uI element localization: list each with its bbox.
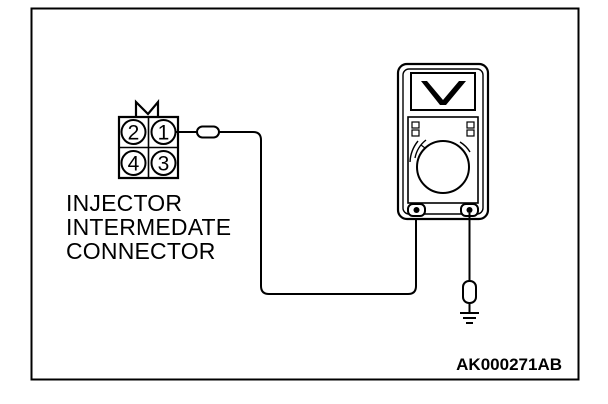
figure-code: AK000271AB: [456, 355, 562, 374]
figure-frame: [30, 7, 580, 381]
connector-body: [117, 115, 180, 180]
connector-label-line: CONNECTOR: [66, 238, 216, 264]
range-switch-indicator: [411, 121, 420, 129]
pin-4-cavity: [120, 150, 147, 176]
ground-symbol-icon: [460, 312, 479, 324]
pin-label: 1: [158, 122, 170, 145]
ground-probe-clip: [462, 280, 477, 304]
pin-label: 2: [128, 122, 140, 145]
voltmeter-display-icon: [421, 81, 466, 105]
back-probe-lead: [175, 125, 417, 295]
connector-label-line: INJECTOR: [66, 190, 182, 216]
selector-dial-icon: [409, 139, 471, 194]
back-probe-tip: [196, 125, 220, 139]
connector-lock-tab: [134, 98, 160, 117]
voltmeter: [396, 62, 490, 221]
pin-3-cavity: [150, 150, 177, 176]
injector-intermediate-connector: 2 1 4 3: [117, 98, 180, 180]
pin-label: 4: [128, 153, 140, 176]
connector-label-line: INTERMEDATE: [66, 214, 231, 240]
pin-label: 3: [158, 153, 170, 176]
pin-2-cavity: [120, 119, 147, 145]
connector-label: INJECTOR INTERMEDATE CONNECTOR: [66, 190, 231, 264]
meter-control-panel: [407, 116, 479, 204]
ground-lead: [460, 213, 479, 324]
test-lead-wire: [228, 131, 417, 295]
probe-jack-icon: [407, 203, 479, 217]
